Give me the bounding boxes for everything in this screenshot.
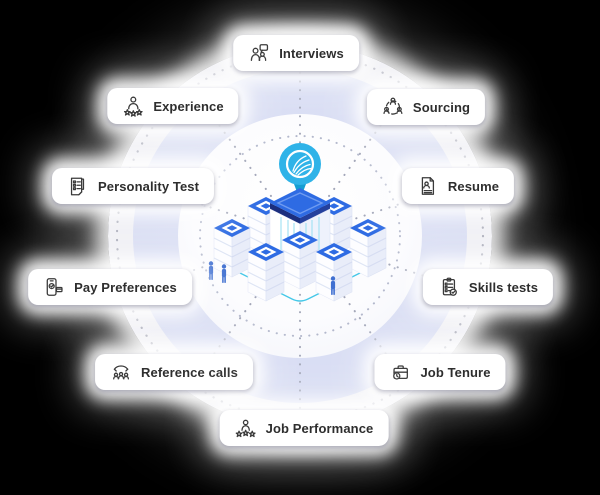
label-text: Job Performance xyxy=(265,420,374,436)
experience-icon xyxy=(122,95,144,117)
label-text: Sourcing xyxy=(412,99,471,115)
label-text: Skills tests xyxy=(468,279,539,295)
label-text: Job Tenure xyxy=(420,364,491,380)
label-pill-experience: Experience xyxy=(107,88,239,124)
skills-tests-icon xyxy=(438,276,460,298)
label-text: Experience xyxy=(153,98,224,114)
label-pill-sourcing: Sourcing xyxy=(366,89,486,125)
label-text: Interviews xyxy=(279,45,344,61)
label-pill-skills-tests: Skills tests xyxy=(422,269,554,305)
label-text: Personality Test xyxy=(97,178,200,194)
label-pill-job-tenure: Job Tenure xyxy=(374,354,506,390)
personality-test-icon xyxy=(67,175,89,197)
resume-icon xyxy=(417,175,439,197)
interviews-icon xyxy=(248,42,270,64)
pay-preferences-icon xyxy=(43,276,65,298)
sourcing-icon xyxy=(382,96,404,118)
inner-circle xyxy=(178,114,422,358)
label-pill-reference-calls: Reference calls xyxy=(95,354,253,390)
label-pill-interviews: Interviews xyxy=(233,35,359,71)
label-pill-job-performance: Job Performance xyxy=(219,410,389,446)
label-pill-resume: Resume xyxy=(401,168,515,204)
label-pill-personality-test: Personality Test xyxy=(51,168,215,204)
reference-calls-icon xyxy=(110,361,132,383)
job-tenure-icon xyxy=(389,361,411,383)
label-text: Reference calls xyxy=(141,364,238,380)
job-performance-icon xyxy=(235,417,257,439)
label-text: Resume xyxy=(447,178,500,194)
label-text: Pay Preferences xyxy=(74,279,177,295)
label-pill-pay-preferences: Pay Preferences xyxy=(28,269,192,305)
